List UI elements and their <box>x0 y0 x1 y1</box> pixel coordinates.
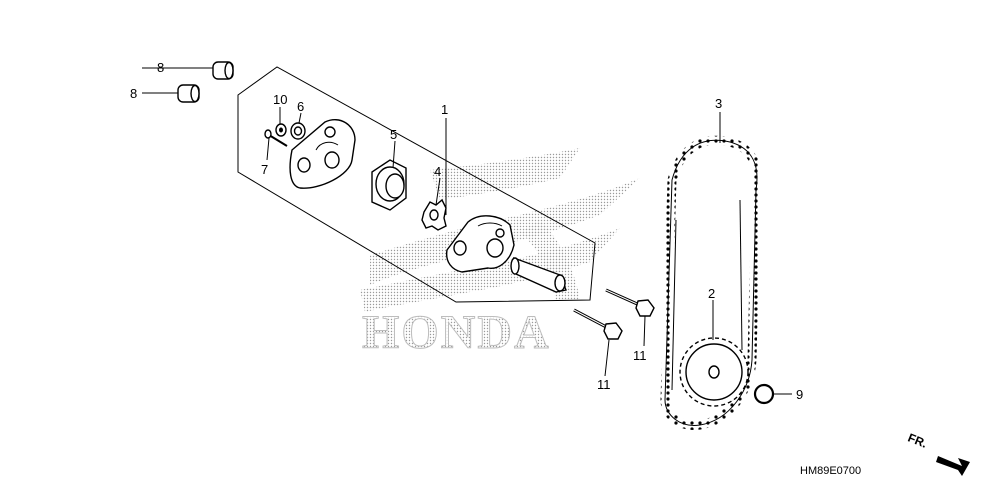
front-arrow-icon <box>936 456 970 476</box>
callout-6: 6 <box>297 99 304 114</box>
callout-9: 9 <box>796 387 803 402</box>
dowel-pin-lower <box>177 84 200 103</box>
inner-rotor <box>421 198 447 231</box>
flange-bolt-lower <box>573 308 623 340</box>
drive-sprocket <box>679 337 749 407</box>
drawing-code: HM89E0700 <box>800 465 861 477</box>
screw-part <box>264 129 288 147</box>
dowel-pin-upper <box>212 61 234 80</box>
callout-10: 10 <box>273 92 287 107</box>
pump-shaft <box>510 256 567 293</box>
callout-8-lower: 8 <box>130 86 137 101</box>
callout-2: 2 <box>708 286 715 301</box>
callout-11-lower: 11 <box>597 377 611 392</box>
drive-chain <box>660 135 762 430</box>
callout-7: 7 <box>261 162 268 177</box>
front-direction-label: FR. <box>906 431 929 451</box>
callout-5: 5 <box>390 127 397 142</box>
callout-8-upper: 8 <box>157 60 164 75</box>
snap-ring <box>753 383 775 405</box>
front-direction-indicator: FR. <box>906 431 970 476</box>
washer-part <box>290 122 306 140</box>
pump-body <box>445 215 515 273</box>
leader-lines <box>142 67 792 395</box>
callout-4: 4 <box>434 164 441 179</box>
callout-11-upper: 11 <box>633 348 647 363</box>
oil-pump-assembly-outline <box>237 66 596 303</box>
honda-logo-text: HONDA <box>362 306 551 359</box>
pump-cover-plate <box>289 119 356 189</box>
outer-rotor <box>371 159 407 211</box>
callout-3: 3 <box>715 96 722 111</box>
flange-bolt-upper <box>605 288 655 317</box>
pin-part <box>275 123 287 137</box>
callout-1: 1 <box>441 102 448 117</box>
